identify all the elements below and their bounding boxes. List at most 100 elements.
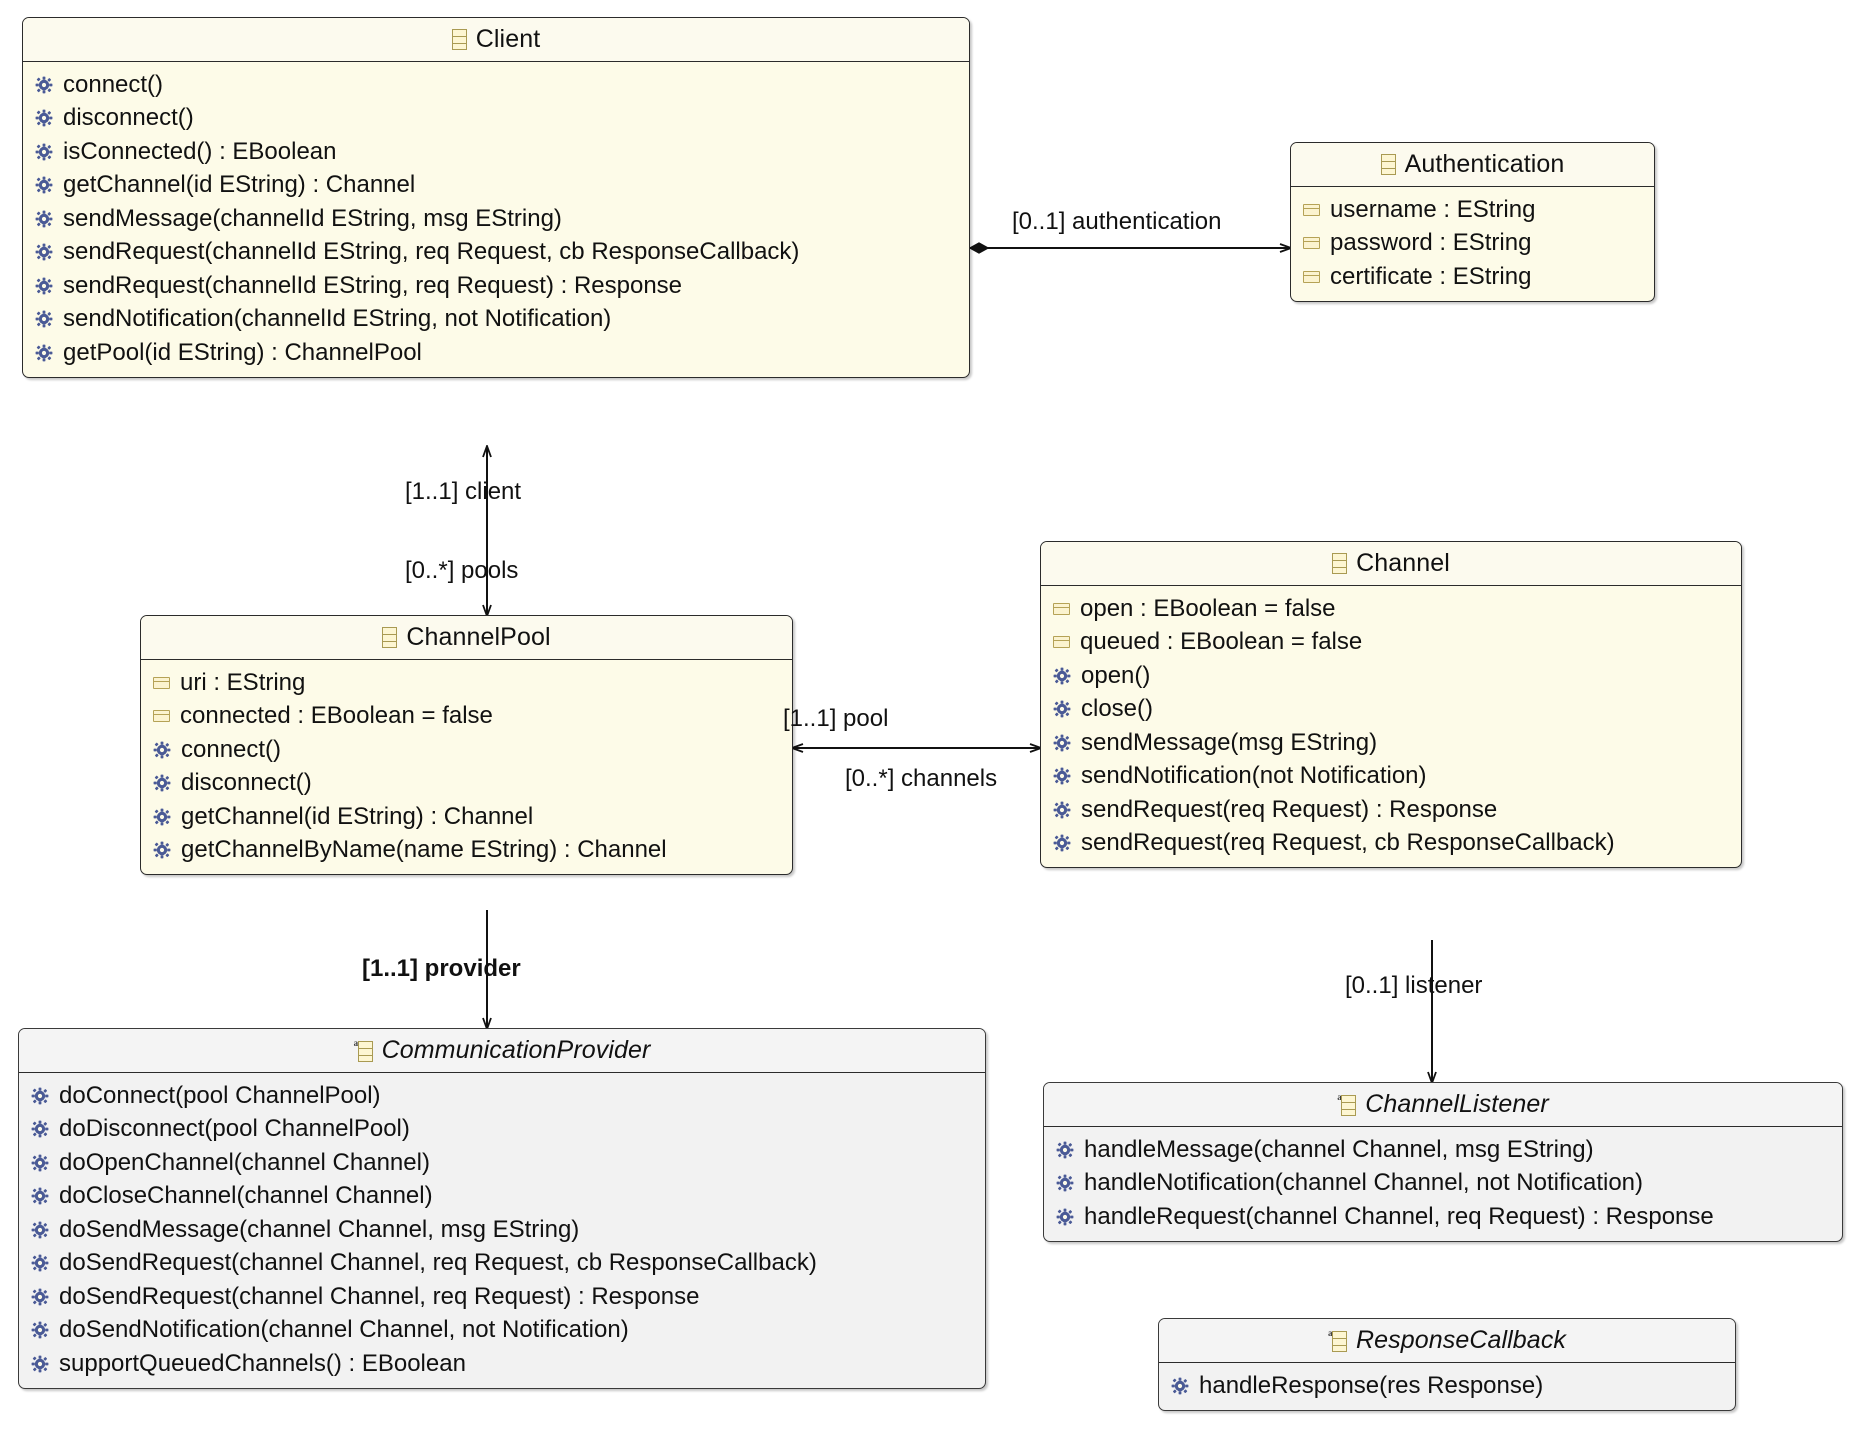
uml-class-header: ChannelPool [141,616,792,660]
uml-class-channel[interactable]: Channel open : EBoolean = false queued : … [1040,541,1742,868]
uml-attribute[interactable]: open : EBoolean = false [1041,592,1741,626]
uml-attribute-label: username : EString [1330,195,1536,223]
operation-icon [31,1154,49,1172]
uml-operation-label: doDisconnect(pool ChannelPool) [59,1115,410,1143]
uml-operation[interactable]: doDisconnect(pool ChannelPool) [19,1113,985,1147]
abstract-class-icon: a [1328,1329,1347,1352]
uml-class-client[interactable]: Client connect()disconnect()isConnected(… [22,17,970,378]
uml-operation-label: sendRequest(channelId EString, req Reque… [63,238,800,266]
operation-icon [1056,1174,1074,1192]
uml-attribute[interactable]: username : EString [1291,193,1654,227]
uml-operation-label: supportQueuedChannels() : EBoolean [59,1349,466,1377]
uml-operation[interactable]: getPool(id EString) : ChannelPool [23,336,969,370]
uml-class-body: doConnect(pool ChannelPool) doDisconnect(… [19,1073,985,1388]
uml-class-communicationprovider[interactable]: a CommunicationProvider doConnect(pool C… [18,1028,986,1389]
uml-operation[interactable]: sendRequest(channelId EString, req Reque… [23,269,969,303]
uml-class-body: open : EBoolean = false queued : EBoolean… [1041,586,1741,867]
uml-class-channellistener[interactable]: a ChannelListener handleMessage(channel … [1043,1082,1843,1242]
class-icon [1332,553,1348,574]
uml-operation[interactable]: doConnect(pool ChannelPool) [19,1079,985,1113]
uml-operation[interactable]: doSendNotification(channel Channel, not … [19,1314,985,1348]
attribute-icon [1303,203,1320,216]
uml-operation[interactable]: sendRequest(req Request, cb ResponseCall… [1041,827,1741,861]
uml-operation[interactable]: doSendRequest(channel Channel, req Reque… [19,1280,985,1314]
uml-attribute[interactable]: uri : EString [141,666,792,700]
operation-icon [1053,801,1071,819]
attribute-icon [1303,237,1320,250]
uml-operation-label: doSendRequest(channel Channel, req Reque… [59,1282,700,1310]
uml-operation[interactable]: open() [1041,659,1741,693]
uml-operation[interactable]: getChannel(id EString) : Channel [141,800,792,834]
uml-attribute-label: queued : EBoolean = false [1080,628,1363,656]
operation-icon [35,76,53,94]
operation-icon [153,808,171,826]
uml-operation[interactable]: connect() [141,733,792,767]
uml-operation[interactable]: sendMessage(msg EString) [1041,726,1741,760]
uml-operation[interactable]: close() [1041,693,1741,727]
uml-operation[interactable]: doSendRequest(channel Channel, req Reque… [19,1247,985,1281]
rel-label-client: [1..1] client [405,478,522,505]
uml-class-header: a CommunicationProvider [19,1029,985,1073]
uml-operation-label: sendRequest(channelId EString, req Reque… [63,271,683,299]
uml-operation[interactable]: handleMessage(channel Channel, msg EStri… [1044,1133,1842,1167]
uml-operation-label: sendNotification(channelId EString, not … [63,305,612,333]
uml-operation[interactable]: doSendMessage(channel Channel, msg EStri… [19,1213,985,1247]
uml-class-channelpool[interactable]: ChannelPool uri : EString connected : EBo… [140,615,793,875]
uml-operation[interactable]: handleRequest(channel Channel, req Reque… [1044,1200,1842,1234]
operation-icon [35,277,53,295]
uml-operation-label: handleResponse(res Response) [1199,1371,1544,1399]
uml-operation[interactable]: doCloseChannel(channel Channel) [19,1180,985,1214]
uml-operation[interactable]: sendNotification(channelId EString, not … [23,303,969,337]
uml-attribute[interactable]: connected : EBoolean = false [141,700,792,734]
uml-attribute[interactable]: password : EString [1291,227,1654,261]
rel-label-listener: [0..1] listener [1345,972,1483,999]
operation-icon [31,1187,49,1205]
uml-operation[interactable]: supportQueuedChannels() : EBoolean [19,1347,985,1381]
uml-operation-label: getChannel(id EString) : Channel [63,171,416,199]
uml-operation[interactable]: sendRequest(channelId EString, req Reque… [23,236,969,270]
uml-class-body: handleResponse(res Response) [1159,1363,1735,1410]
uml-attribute[interactable]: queued : EBoolean = false [1041,626,1741,660]
uml-operation[interactable]: sendNotification(not Notification) [1041,760,1741,794]
attribute-icon [153,676,170,689]
uml-attribute-label: open : EBoolean = false [1080,594,1336,622]
uml-operation[interactable]: sendRequest(req Request) : Response [1041,793,1741,827]
uml-class-responsecallback[interactable]: a ResponseCallback handleResponse(res Re… [1158,1318,1736,1411]
uml-operation[interactable]: sendMessage(channelId EString, msg EStri… [23,202,969,236]
rel-label-provider: [1..1] provider [362,955,521,982]
uml-operation-label: handleRequest(channel Channel, req Reque… [1084,1202,1714,1230]
uml-operation-label: handleNotification(channel Channel, not … [1084,1169,1644,1197]
uml-operation[interactable]: getChannelByName(name EString) : Channel [141,834,792,868]
uml-operation-label: getChannel(id EString) : Channel [181,802,534,830]
uml-operation[interactable]: getChannel(id EString) : Channel [23,169,969,203]
uml-operation[interactable]: doOpenChannel(channel Channel) [19,1146,985,1180]
uml-class-header: Channel [1041,542,1741,586]
operation-icon [1053,667,1071,685]
operation-icon [31,1321,49,1339]
operation-icon [153,841,171,859]
uml-operation[interactable]: disconnect() [141,767,792,801]
uml-operation-label: doCloseChannel(channel Channel) [59,1182,433,1210]
operation-icon [1053,700,1071,718]
uml-operation[interactable]: isConnected() : EBoolean [23,135,969,169]
abstract-class-icon: a [1337,1093,1357,1116]
operation-icon [1056,1141,1074,1159]
operation-icon [1053,767,1071,785]
uml-operation[interactable]: connect() [23,68,969,102]
uml-attribute-label: certificate : EString [1330,262,1532,290]
uml-attribute[interactable]: certificate : EString [1291,260,1654,294]
operation-icon [35,176,53,194]
uml-class-title: ChannelPool [406,623,551,651]
uml-operation[interactable]: handleResponse(res Response) [1159,1369,1735,1403]
class-icon [1380,154,1396,175]
uml-operation[interactable]: handleNotification(channel Channel, not … [1044,1167,1842,1201]
uml-attribute-label: uri : EString [180,668,306,696]
uml-class-title: CommunicationProvider [381,1036,651,1064]
operation-icon [1053,834,1071,852]
uml-class-title: ResponseCallback [1355,1326,1567,1354]
uml-operation-label: getPool(id EString) : ChannelPool [63,338,422,366]
uml-operation-label: doConnect(pool ChannelPool) [59,1081,381,1109]
uml-operation-label: sendNotification(not Notification) [1081,762,1427,790]
uml-operation[interactable]: disconnect() [23,102,969,136]
